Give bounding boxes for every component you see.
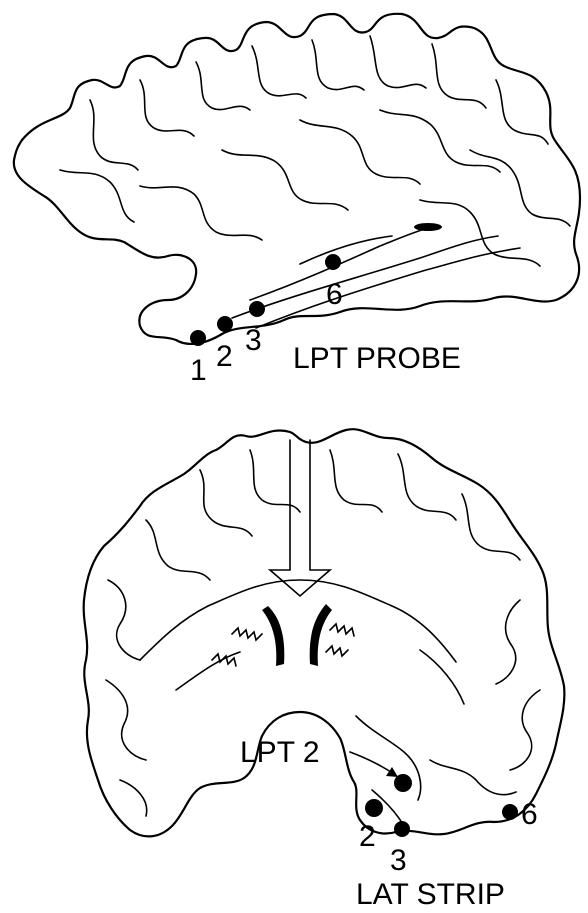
sulcus (510, 690, 540, 770)
white-matter-line (420, 650, 464, 704)
sulcus (60, 170, 134, 222)
sulcus (196, 62, 250, 110)
sulcus (370, 36, 426, 88)
sulcus (312, 40, 364, 90)
electrode-2-strip (365, 799, 383, 817)
sulcus (120, 780, 147, 816)
right-ventricle (310, 604, 332, 666)
sulcus (496, 80, 548, 144)
lat-strip-electrodes: 2 3 6 (359, 774, 538, 877)
lpt2-callout-label: LPT 2 (240, 736, 320, 769)
sulcus (200, 470, 252, 536)
sulcus (432, 44, 486, 108)
left-ventricle (262, 606, 284, 666)
electrode-3-label: 3 (245, 324, 262, 357)
basal-ganglia-marks (326, 646, 348, 656)
electrode-6-label: 6 (326, 278, 343, 311)
basal-ganglia-marks (330, 624, 354, 636)
sulcus (90, 100, 138, 170)
electrode-1 (190, 330, 206, 346)
lpt-probe-title: LPT PROBE (293, 342, 461, 375)
sulcus (252, 46, 306, 98)
sulcus (398, 454, 456, 520)
sulcus (496, 600, 520, 684)
electrode-1-label: 1 (190, 354, 207, 387)
electrode-3 (249, 301, 265, 317)
sulcus (300, 120, 420, 184)
sulcus (146, 520, 210, 580)
sulcus (462, 494, 520, 560)
sulcus (430, 760, 516, 795)
strip-electrode-6-label: 6 (521, 798, 538, 831)
electrode-3-strip (394, 821, 410, 837)
sulcus (108, 580, 140, 660)
electrode-2-label: 2 (216, 340, 233, 373)
white-matter-line (176, 652, 240, 690)
sulcus (106, 680, 146, 760)
basal-ganglia-marks (212, 654, 236, 666)
electrode-6 (325, 254, 341, 270)
lpt2-electrode (394, 774, 412, 792)
lpt2-arrowhead (386, 767, 398, 777)
sulcus (222, 150, 348, 210)
temporal-line-4 (300, 236, 392, 264)
sulcus (330, 450, 382, 512)
ventricle-tip-shape (414, 223, 442, 231)
coronal-cortex-outline (84, 429, 565, 836)
sulcus (250, 450, 300, 512)
sulcus (380, 110, 500, 172)
lpt2-arrow-line (350, 752, 394, 774)
sagittal-cortex-outline (14, 14, 580, 344)
strip-electrode-3-label: 3 (390, 844, 407, 877)
temporal-line-1 (232, 236, 498, 318)
electrode-6-strip (502, 804, 518, 820)
coronal-brain-section (84, 429, 565, 836)
lat-strip-title: LAT STRIP (356, 878, 505, 911)
white-matter-line (140, 580, 456, 662)
sulcus (140, 186, 262, 240)
sulcus (140, 80, 194, 136)
sagittal-brain-section (14, 14, 580, 344)
midline-fissure (270, 440, 330, 596)
basal-ganglia-marks (232, 628, 262, 640)
strip-electrode-2-label: 2 (359, 820, 376, 853)
sulcus (470, 150, 570, 226)
electrode-2 (217, 316, 233, 332)
